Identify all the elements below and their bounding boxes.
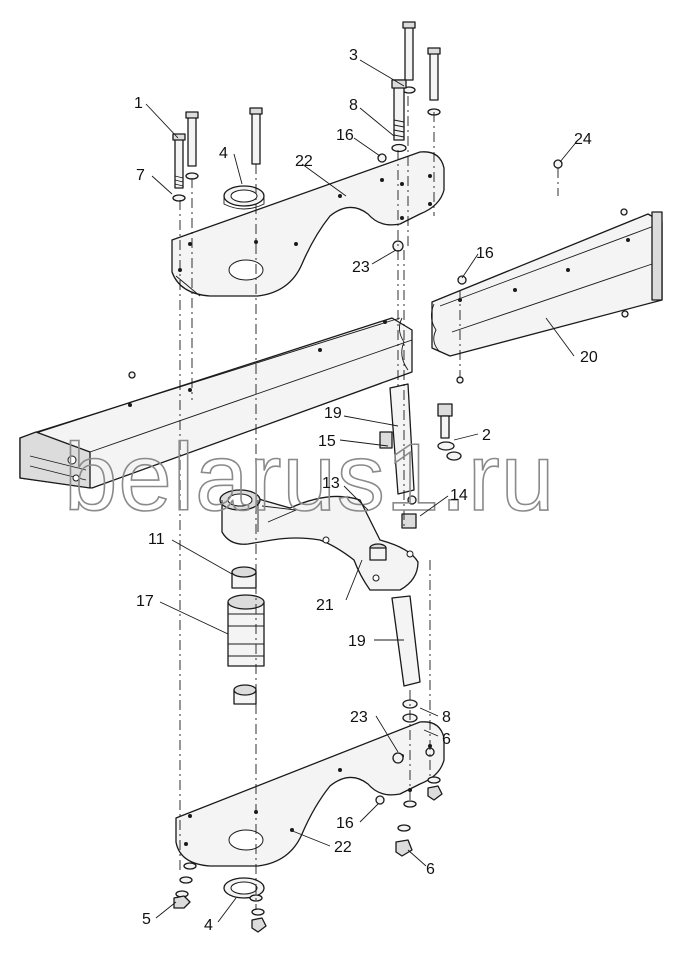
callout-23-top: 23: [352, 259, 370, 276]
callout-21: 21: [316, 597, 334, 614]
callout-3: 3: [349, 47, 358, 64]
left-frame-beam: [19, 317, 413, 489]
callout-16-bottom: 16: [336, 815, 354, 832]
lower-bracket-plate: [175, 721, 445, 867]
callout-labels: 1 7 4 22 3 8 16 23 24 16 20 19 2 15 13 1…: [134, 47, 598, 934]
callout-6-bottom: 6: [426, 861, 435, 878]
right-frame-beam: [431, 208, 663, 384]
tie-rod-upper: [379, 383, 417, 529]
callout-17: 17: [136, 593, 154, 610]
callout-22-top: 22: [295, 153, 313, 170]
callout-19-lower: 19: [348, 633, 366, 650]
bolt-right-middle: [437, 403, 462, 461]
callout-8-top: 8: [349, 97, 358, 114]
kingpin-assembly: [227, 566, 265, 705]
callout-20: 20: [580, 349, 598, 366]
callout-7: 7: [136, 167, 145, 184]
callout-1: 1: [134, 95, 143, 112]
callout-13: 13: [322, 475, 340, 492]
callout-11: 11: [148, 531, 165, 548]
callout-2: 2: [482, 427, 491, 444]
callout-8-bottom: 8: [442, 709, 451, 726]
callout-6-middle: 6: [442, 731, 451, 748]
callout-23-bottom: 23: [350, 709, 368, 726]
lower-hardware: [173, 747, 443, 933]
callout-16-right: 16: [476, 245, 494, 262]
tie-rod-lower: [391, 595, 421, 723]
callout-24: 24: [574, 131, 592, 148]
callout-19-upper: 19: [324, 405, 342, 422]
bushing-top: [223, 185, 265, 210]
callout-15: 15: [318, 433, 336, 450]
upper-bracket-plate: [171, 151, 445, 297]
loose-pieces: [128, 159, 563, 379]
callout-4-bottom: 4: [204, 917, 213, 934]
callout-16-top: 16: [336, 127, 354, 144]
callout-5: 5: [142, 911, 151, 928]
bolt-group-top-right: [377, 21, 441, 252]
callout-14: 14: [450, 487, 468, 504]
watermark-text: belarus1.ru: [64, 424, 555, 531]
callout-4-top: 4: [219, 145, 228, 162]
leader-lines: [145, 59, 579, 923]
center-lines: [179, 96, 559, 910]
callout-22-bottom: 22: [334, 839, 352, 856]
steering-arm: [219, 489, 419, 591]
